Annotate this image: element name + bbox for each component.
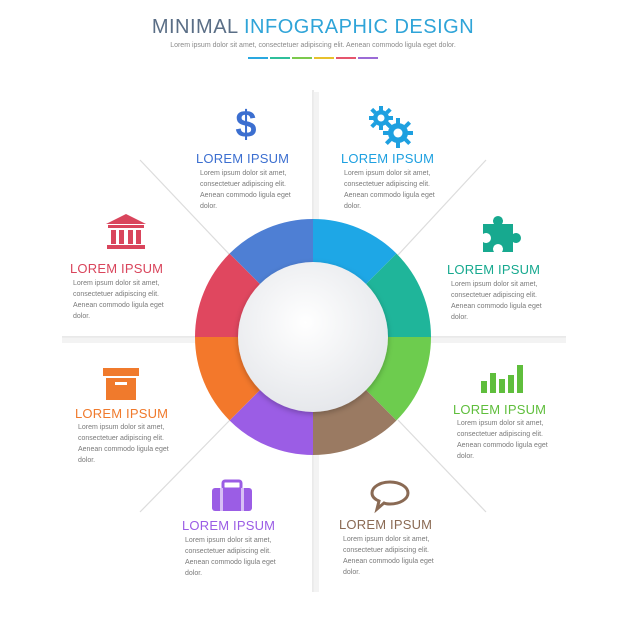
bar-chart-icon <box>481 365 523 393</box>
color-bar <box>358 57 378 59</box>
speech-bubble-icon <box>370 480 410 514</box>
ray-bottom-left <box>139 419 231 513</box>
ray-shadow <box>313 92 319 222</box>
color-bar <box>314 57 334 59</box>
ring-segments <box>195 219 431 455</box>
ray-top-left <box>139 159 231 256</box>
body-line: Aenean commodo ligula eget <box>185 559 276 566</box>
body-line: Lorem ipsum dolor sit amet, <box>451 281 538 288</box>
body-line: Aenean commodo ligula eget <box>457 442 548 449</box>
item-body: Lorem ipsum dolor sit amet, consectetuer… <box>344 168 474 212</box>
item-heading: LOREM IPSUM <box>70 261 164 276</box>
ring-segment-purple <box>229 387 313 455</box>
dollar-icon: $ <box>235 104 256 144</box>
body-line: Lorem ipsum dolor sit amet, <box>343 536 430 543</box>
body-line: Lorem ipsum dolor sit amet, <box>185 537 272 544</box>
body-line: Lorem ipsum dolor sit amet, <box>73 280 160 287</box>
item-body: Lorem ipsum dolor sit amet, consectetuer… <box>451 279 581 323</box>
color-bar <box>248 57 268 59</box>
item-body: Lorem ipsum dolor sit amet, consectetuer… <box>343 534 473 578</box>
ring-segment-brown <box>313 387 397 455</box>
body-line: Aenean commodo ligula eget <box>451 303 542 310</box>
item-heading: LOREM IPSUM <box>182 518 276 533</box>
body-line: Aenean commodo ligula eget <box>78 446 169 453</box>
item-body: Lorem ipsum dolor sit amet, consectetuer… <box>200 168 330 212</box>
briefcase-icon <box>212 479 252 511</box>
ring-segment-green <box>363 337 431 421</box>
body-line: consectetuer adipiscing elit. <box>451 292 537 299</box>
body-line: consectetuer adipiscing elit. <box>457 431 543 438</box>
body-line: Lorem ipsum dolor sit amet, <box>457 420 544 427</box>
ray-shadow <box>62 337 195 343</box>
svg-text:$: $ <box>235 104 256 144</box>
color-bar <box>336 57 356 59</box>
item-heading: LOREM IPSUM <box>339 517 433 532</box>
body-line: consectetuer adipiscing elit. <box>185 548 271 555</box>
item-heading: LOREM IPSUM <box>75 406 169 421</box>
item-heading: LOREM IPSUM <box>453 402 547 417</box>
item-heading: LOREM IPSUM <box>196 151 290 166</box>
header: MINIMAL INFOGRAPHIC DESIGN Lorem ipsum d… <box>0 14 626 59</box>
body-line: dolor. <box>343 569 361 576</box>
ring-segment-teal <box>363 253 431 337</box>
body-line: dolor. <box>457 453 475 460</box>
item-body: Lorem ipsum dolor sit amet, consectetuer… <box>185 535 315 579</box>
ring-segment-red <box>195 253 263 337</box>
body-line: dolor. <box>451 314 469 321</box>
color-bar <box>292 57 312 59</box>
body-line: Lorem ipsum dolor sit amet, <box>344 170 431 177</box>
page-subtitle: Lorem ipsum dolor sit amet, consectetuer… <box>170 42 456 49</box>
body-line: Lorem ipsum dolor sit amet, <box>78 424 165 431</box>
archive-box-icon <box>103 368 139 400</box>
page-title: MINIMAL INFOGRAPHIC DESIGN <box>0 14 626 40</box>
ray-top-right <box>397 159 487 256</box>
body-line: dolor. <box>344 203 362 210</box>
ray-shadow <box>313 455 319 592</box>
body-line: Aenean commodo ligula eget <box>73 302 164 309</box>
title-part-minimal: MINIMAL <box>151 16 244 38</box>
body-line: consectetuer adipiscing elit. <box>73 291 159 298</box>
body-line: dolor. <box>73 313 91 320</box>
color-bar <box>270 57 290 59</box>
title-color-bars <box>0 57 626 59</box>
item-body: Lorem ipsum dolor sit amet, consectetuer… <box>73 278 203 322</box>
item-body: Lorem ipsum dolor sit amet, consectetuer… <box>457 418 587 462</box>
body-line: consectetuer adipiscing elit. <box>344 181 430 188</box>
body-line: consectetuer adipiscing elit. <box>200 181 286 188</box>
body-line: Aenean commodo ligula eget <box>200 192 291 199</box>
ring-center-disc <box>238 262 388 412</box>
puzzle-icon <box>483 216 521 252</box>
body-line: dolor. <box>185 570 203 577</box>
bank-icon <box>106 214 146 249</box>
ring-segment-orange <box>195 337 263 421</box>
ray-bottom-right <box>397 419 487 513</box>
body-line: consectetuer adipiscing elit. <box>343 547 429 554</box>
item-body: Lorem ipsum dolor sit amet, consectetuer… <box>78 422 208 466</box>
ring-segment-blue <box>313 219 397 287</box>
body-line: dolor. <box>78 457 96 464</box>
item-heading: LOREM IPSUM <box>447 262 541 277</box>
body-line: Aenean commodo ligula eget <box>343 558 434 565</box>
body-line: Lorem ipsum dolor sit amet, <box>200 170 287 177</box>
ray-shadow <box>431 337 566 343</box>
item-heading: LOREM IPSUM <box>341 151 435 166</box>
title-part-infographic: INFOGRAPHIC DESIGN <box>244 16 475 38</box>
body-line: consectetuer adipiscing elit. <box>78 435 164 442</box>
gears-icon <box>369 106 413 148</box>
body-line: Aenean commodo ligula eget <box>344 192 435 199</box>
body-line: dolor. <box>200 203 218 210</box>
center-ring <box>195 219 431 455</box>
ring-segment-indigo <box>229 219 313 287</box>
